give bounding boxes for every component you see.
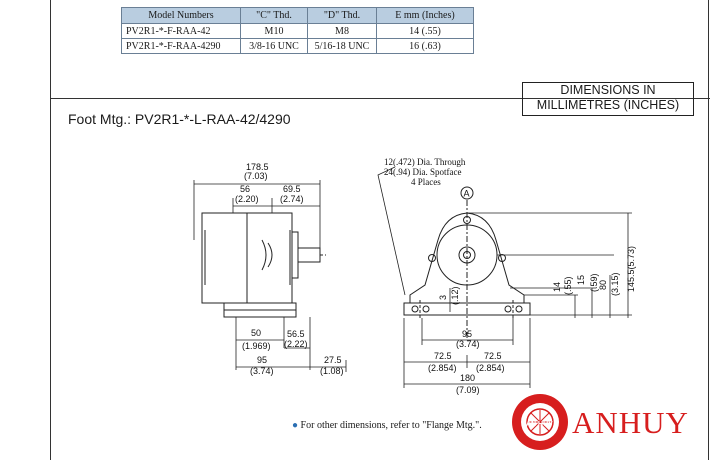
dim-80-in: (3.15) bbox=[610, 272, 620, 296]
dim-95-front: 95 bbox=[462, 329, 472, 339]
dim-95-side: 95 bbox=[257, 355, 267, 365]
footnote: ● For other dimensions, refer to "Flange… bbox=[292, 420, 482, 431]
hole-note-2: 24(.94) Dia. Spotface bbox=[384, 167, 461, 177]
dim-72-5-left-in: (2.854) bbox=[428, 363, 457, 373]
dim-178-5-in: (7.03) bbox=[244, 171, 268, 181]
dimensions-units-box: DIMENSIONS IN MILLIMETRES (INCHES) bbox=[522, 82, 694, 116]
side-view-pump bbox=[201, 212, 326, 318]
dim-80: 80 bbox=[598, 280, 608, 290]
dim-72-5-right: 72.5 bbox=[484, 351, 502, 361]
hole-note-3: 4 Places bbox=[411, 177, 441, 187]
dim-50: 50 bbox=[251, 328, 261, 338]
dim-56: 56 bbox=[240, 184, 250, 194]
dim-95-side-in: (3.74) bbox=[250, 366, 274, 376]
front-view-bracket bbox=[403, 200, 531, 340]
table-cell: 16 (.63) bbox=[376, 38, 474, 54]
dim-95-front-in: (3.74) bbox=[456, 339, 480, 349]
anhuy-logo-wordmark: ANHUY bbox=[572, 405, 689, 440]
dim-27-5-in: (1.08) bbox=[320, 366, 344, 376]
dim-50-in: (1.969) bbox=[242, 341, 271, 351]
table-cell: 5/16-18 UNC bbox=[307, 38, 377, 54]
dim-72-5-right-in: (2.854) bbox=[476, 363, 505, 373]
dim-15-in: (.59) bbox=[589, 273, 599, 292]
dimensions-line-1: DIMENSIONS IN bbox=[560, 83, 656, 97]
dim-69-5-in: (2.74) bbox=[280, 194, 304, 204]
dim-56-5: 56.5 bbox=[287, 329, 305, 339]
dim-14-in: (.55) bbox=[563, 276, 573, 295]
dim-72-5-left: 72.5 bbox=[434, 351, 452, 361]
frame-right-border bbox=[708, 0, 709, 460]
logo-ring-text: AN HUY bbox=[526, 421, 553, 428]
dimensions-line-2: MILLIMETRES (INCHES) bbox=[536, 98, 680, 112]
dim-145-5: 145.5(5.73) bbox=[626, 246, 636, 292]
table-cell: 3/8-16 UNC bbox=[240, 38, 308, 54]
bullet-icon: ● bbox=[292, 420, 299, 431]
view-a-label: A bbox=[464, 189, 470, 199]
dim-27-5: 27.5 bbox=[324, 355, 342, 365]
dim-180-in: (7.09) bbox=[456, 385, 480, 395]
footnote-text: For other dimensions, refer to "Flange M… bbox=[300, 420, 482, 431]
dim-15: 15 bbox=[576, 275, 586, 285]
frame-top-divider bbox=[50, 98, 710, 99]
col-header-model: Model Numbers bbox=[121, 7, 241, 24]
section-title: Foot Mtg.: PV2R1-*-L-RAA-42/4290 bbox=[68, 111, 291, 127]
dim-69-5: 69.5 bbox=[283, 184, 301, 194]
frame-left-border bbox=[50, 0, 51, 460]
model-spec-table: Model Numbers "C" Thd. "D" Thd. E mm (In… bbox=[121, 7, 474, 54]
dim-14: 14 bbox=[552, 282, 562, 292]
dim-56-5-in: (2.22) bbox=[284, 339, 308, 349]
col-header-e-mm: E mm (Inches) bbox=[376, 7, 474, 24]
table-row: PV2R1-*-F-RAA-4290 3/8-16 UNC 5/16-18 UN… bbox=[121, 38, 474, 54]
dim-3-in: (.12) bbox=[450, 286, 460, 305]
hole-note-1: 12(.472) Dia. Through bbox=[384, 157, 466, 167]
dim-56-in: (2.20) bbox=[235, 194, 259, 204]
dim-180: 180 bbox=[460, 373, 475, 383]
anhuy-logo-emblem: AN HUY bbox=[512, 394, 568, 450]
dim-178-5: 178.5 bbox=[246, 162, 269, 172]
dim-3: 3 bbox=[438, 295, 448, 300]
view-a-marker bbox=[460, 186, 474, 200]
